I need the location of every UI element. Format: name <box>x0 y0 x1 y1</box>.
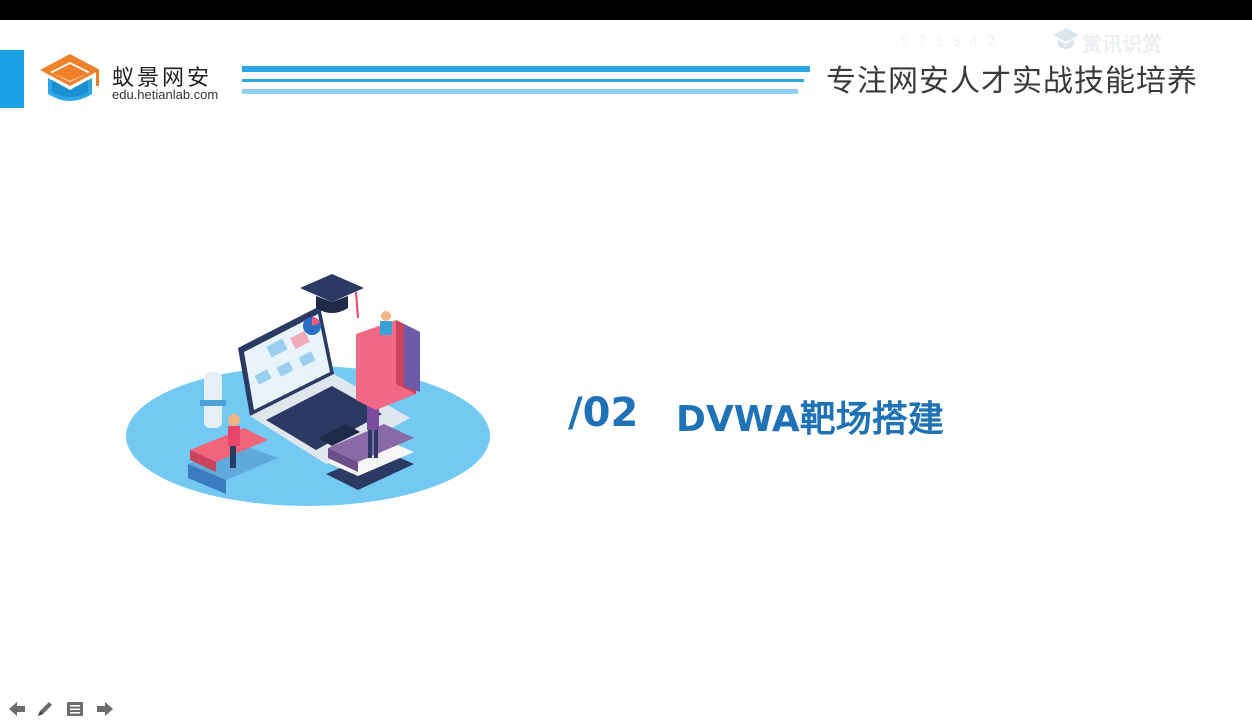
stripe-thin <box>242 79 804 82</box>
watermark: 5 7 1 8 4 2 赏讯识赏 <box>900 26 1230 56</box>
section-title: DVWA靶场搭建 <box>676 399 944 440</box>
watermark-ghost-text: 5 7 1 8 4 2 <box>900 34 998 50</box>
brand-logo: 蚁景网安 edu.hetianlab.com <box>34 50 234 110</box>
graduation-cap-logo-icon <box>40 54 100 101</box>
arrow-left-icon[interactable] <box>6 698 28 720</box>
top-black-bar <box>0 0 1252 20</box>
menu-icon[interactable] <box>64 698 86 720</box>
header-stripes <box>242 64 810 98</box>
arrow-right-icon[interactable] <box>94 698 116 720</box>
slide-navigation <box>6 698 122 720</box>
watermark-cap-icon <box>1053 28 1079 49</box>
section-number: /02 <box>568 390 639 436</box>
brand-url: edu.hetianlab.com <box>112 87 219 102</box>
pen-icon[interactable] <box>34 698 56 720</box>
slogan: 专注网安人才实战技能培养 <box>826 64 1198 99</box>
brand-name: 蚁景网安 <box>112 66 213 91</box>
left-accent-bar <box>0 50 24 108</box>
education-illustration <box>126 274 490 506</box>
stripe-thick <box>242 66 810 72</box>
laptop-screen <box>238 306 334 416</box>
watermark-text: 赏讯识赏 <box>1082 32 1162 56</box>
stripe-light <box>242 89 798 94</box>
